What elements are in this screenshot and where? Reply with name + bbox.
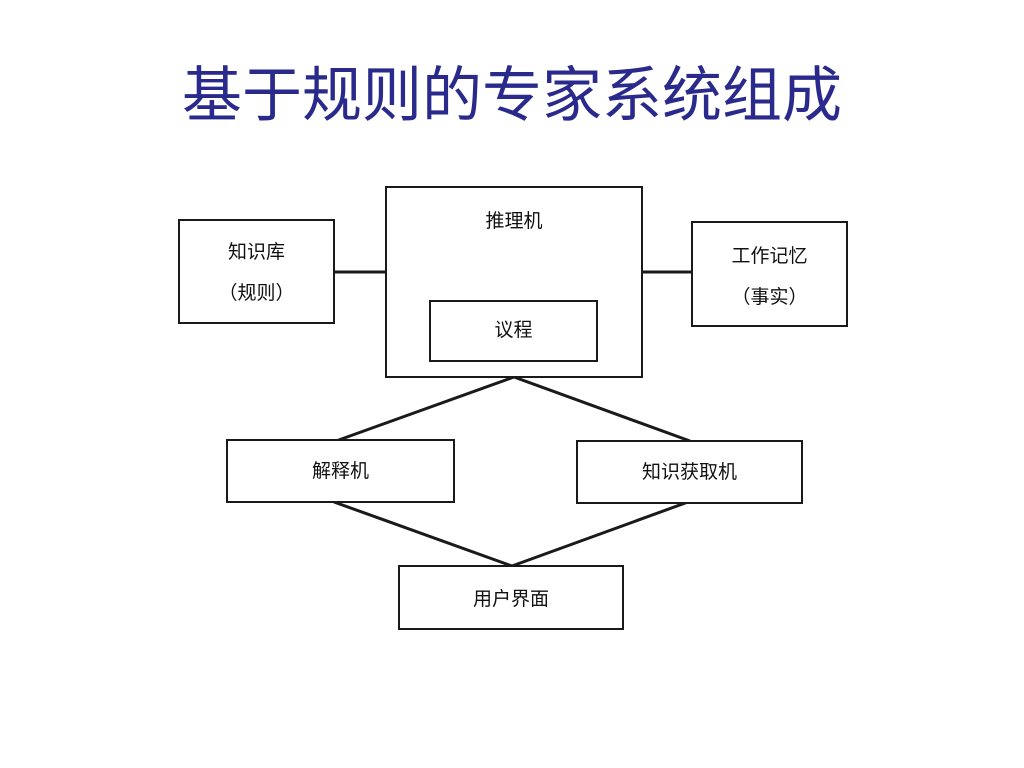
link-explanation-ui xyxy=(333,500,513,568)
knowledge-base-box: 知识库 （规则） xyxy=(178,219,335,324)
slide-title: 基于规则的专家系统组成 xyxy=(182,61,842,131)
agenda-label: 议程 xyxy=(494,319,533,341)
knowledge-acquisition-box: 知识获取机 xyxy=(576,440,803,504)
user-interface-label: 用户界面 xyxy=(472,588,549,610)
knowledge-base-label: 知识库 xyxy=(227,241,285,263)
explanation-label: 解释机 xyxy=(311,460,369,482)
working-memory-sublabel: （事实） xyxy=(731,286,808,308)
working-memory-box: 工作记忆 （事实） xyxy=(691,221,848,327)
link-inference-explanation xyxy=(335,375,515,443)
link-inference-acquisition xyxy=(513,375,691,443)
inference-engine-label: 推理机 xyxy=(485,210,543,232)
explanation-box: 解释机 xyxy=(226,439,455,503)
knowledge-base-sublabel: （规则） xyxy=(218,282,295,304)
link-acquisition-ui xyxy=(511,500,689,568)
working-memory-label: 工作记忆 xyxy=(731,245,808,267)
knowledge-acquisition-label: 知识获取机 xyxy=(641,461,737,483)
agenda-box: 议程 xyxy=(429,300,598,362)
user-interface-box: 用户界面 xyxy=(398,565,624,630)
